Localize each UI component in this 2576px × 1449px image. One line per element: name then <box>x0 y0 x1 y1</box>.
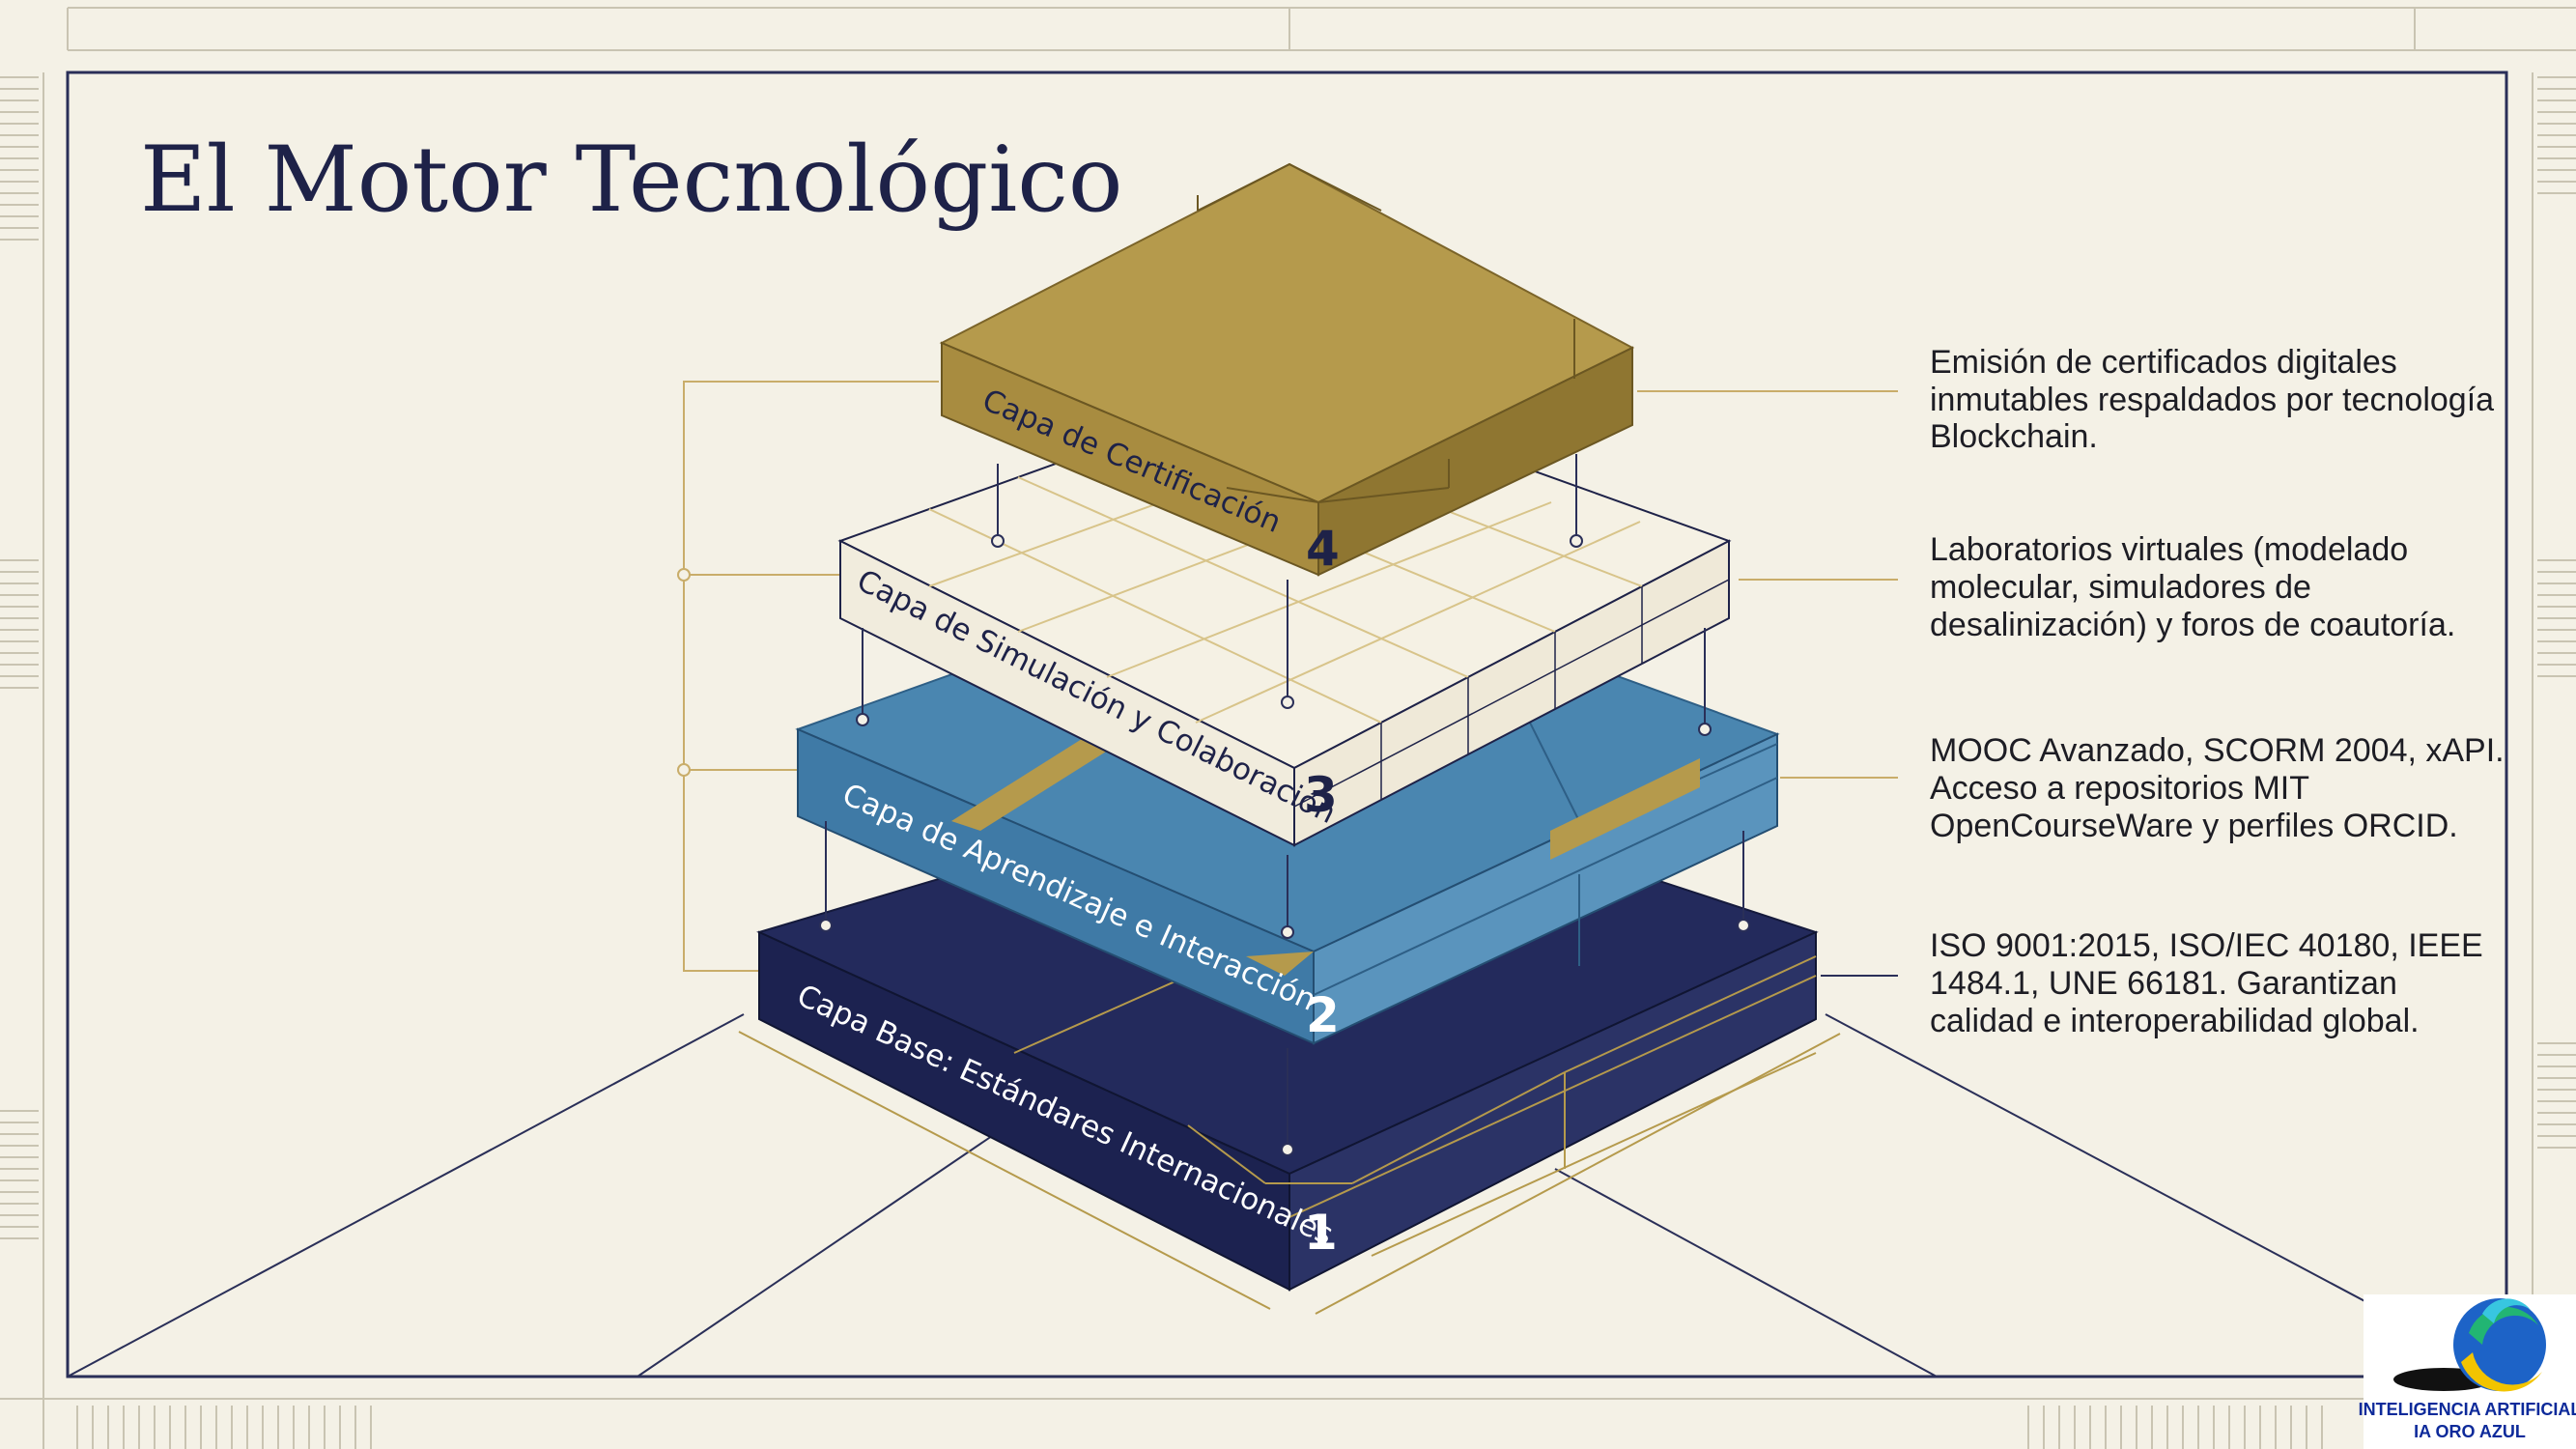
frame-ticks-right-top <box>2537 76 2576 194</box>
svg-text:Emisión de certificados digita: Emisión de certificados digitales <box>1930 344 2397 381</box>
frame-ticks-left-bottom <box>0 1110 39 1239</box>
layer-2-gold-strip-a <box>951 739 1111 831</box>
svg-text:inmutables respaldados por tec: inmutables respaldados por tecnología <box>1930 382 2494 418</box>
layer-4-block <box>939 162 1635 577</box>
support-pins <box>819 454 1750 1156</box>
svg-text:Acceso a repositorios MIT: Acceso a repositorios MIT <box>1930 770 2309 807</box>
svg-text:1484.1, UNE 66181. Garantizan: 1484.1, UNE 66181. Garantizan <box>1930 965 2397 1002</box>
layer-1-right-face <box>1288 930 1817 1292</box>
frame-ticks-bottom-left <box>76 1406 372 1449</box>
layer-1-number: 1 <box>1304 1205 1338 1261</box>
frame-ticks-left-top <box>0 76 39 241</box>
page-title: El Motor Tecnológico <box>140 128 1123 233</box>
layer-2-description: MOOC Avanzado, SCORM 2004, xAPI. Acceso … <box>1930 732 2505 844</box>
layer-2-gold-corner <box>1246 952 1314 976</box>
left-connector-bracket <box>677 381 939 972</box>
svg-text:MOOC Avanzado, SCORM 2004, xAP: MOOC Avanzado, SCORM 2004, xAPI. <box>1930 732 2505 769</box>
globe-logo-icon <box>2393 1298 2546 1392</box>
frame-ticks-right-mid <box>2537 559 2576 677</box>
callout-lines <box>1637 390 1898 977</box>
dimension-lines <box>738 1031 1841 1315</box>
svg-text:desalinización) y foros de coa: desalinización) y foros de coautoría. <box>1930 607 2455 643</box>
layer-2-number: 2 <box>1306 987 1340 1043</box>
brand-logo: INTELIGENCIA ARTIFICIAL IA ORO AZUL <box>2359 1294 2576 1449</box>
layer-4-number: 4 <box>1306 521 1340 577</box>
svg-text:ISO 9001:2015, ISO/IEC 40180,: ISO 9001:2015, ISO/IEC 40180, IEEE <box>1930 927 2483 964</box>
svg-text:Blockchain.: Blockchain. <box>1930 418 2098 455</box>
layer-4-right-face <box>1317 346 1633 577</box>
logo-text-line-2: IA ORO AZUL <box>2414 1422 2526 1441</box>
layer-2-gold-strip-b <box>1550 758 1700 860</box>
svg-text:molecular, simuladores de: molecular, simuladores de <box>1930 569 2311 606</box>
svg-text:calidad e interoperabilidad gl: calidad e interoperabilidad global. <box>1930 1003 2420 1039</box>
layer-3-description: Laboratorios virtuales (modelado molecul… <box>1930 531 2455 643</box>
svg-text:OpenCourseWare y perfiles ORCI: OpenCourseWare y perfiles ORCID. <box>1930 808 2458 844</box>
logo-text-line-1: INTELIGENCIA ARTIFICIAL <box>2359 1400 2576 1419</box>
layer-4-description: Emisión de certificados digitales inmuta… <box>1930 344 2494 455</box>
layer-1-description: ISO 9001:2015, ISO/IEC 40180, IEEE 1484.… <box>1930 927 2483 1039</box>
frame-ticks-left-mid <box>0 559 39 689</box>
layer-3-number: 3 <box>1304 767 1338 823</box>
frame-ticks-bottom-right <box>2027 1406 2323 1449</box>
frame-ticks-right-bottom <box>2537 1042 2576 1149</box>
svg-text:Laboratorios virtuales (modela: Laboratorios virtuales (modelado <box>1930 531 2408 568</box>
